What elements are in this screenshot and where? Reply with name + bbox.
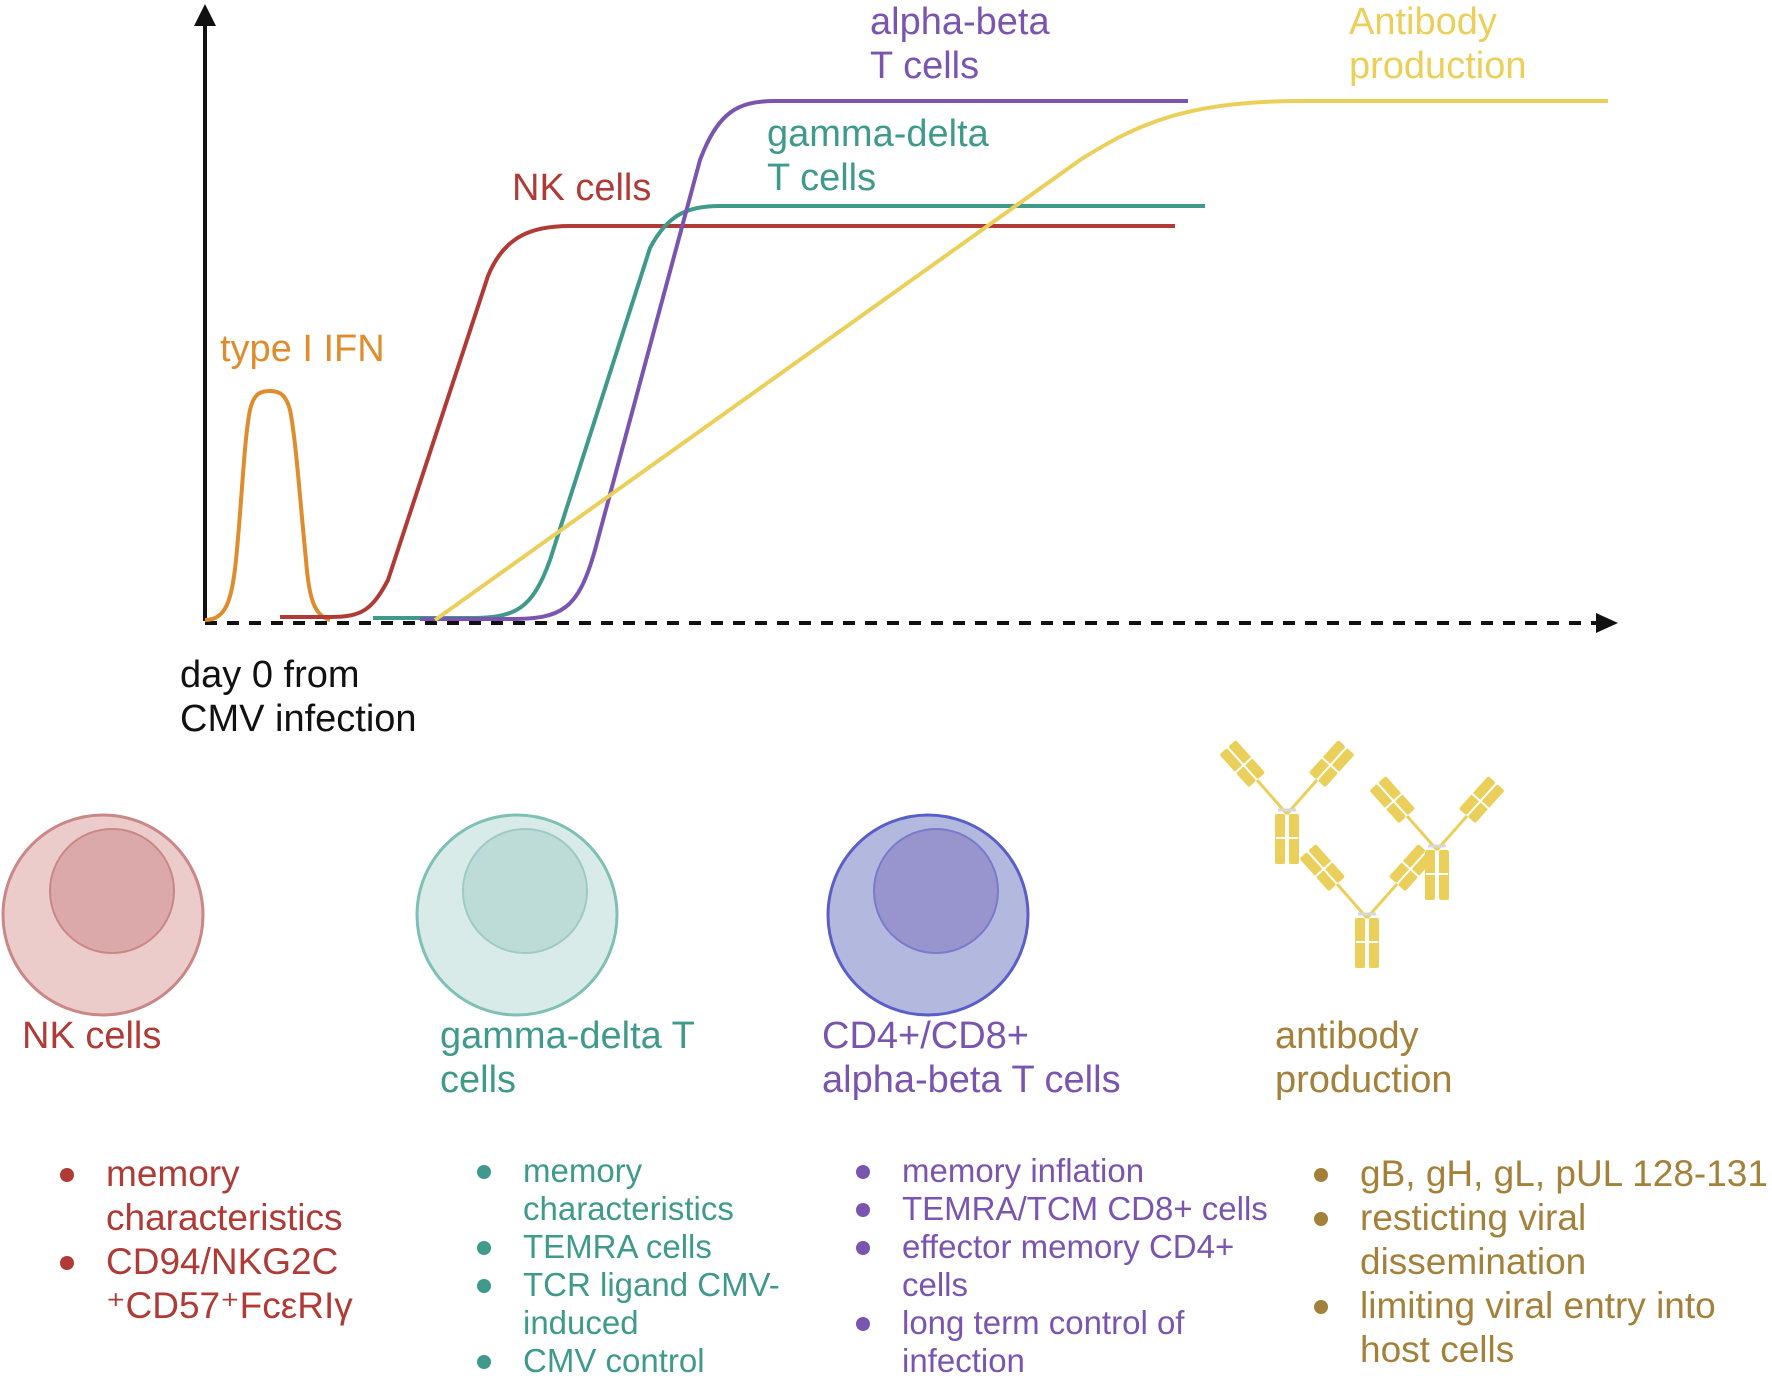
nk-curve <box>280 224 1175 619</box>
alpha-beta-bullet: long term control of infection <box>846 1304 1268 1380</box>
alpha-beta-bullet: memory inflation <box>846 1152 1268 1190</box>
alpha-beta-curve <box>420 99 1188 621</box>
alpha-beta-bullet: effector memory CD4+ cells <box>846 1228 1268 1304</box>
gamma-delta-curve <box>373 204 1205 620</box>
nk-bullet-list: memory characteristics CD94/NKG2C ⁺CD57⁺… <box>50 1152 353 1328</box>
gamma-delta-bullet: memory characteristics <box>467 1152 780 1228</box>
nk-cell-icon <box>1 813 205 1017</box>
nk-curve-label: NK cells <box>512 167 652 209</box>
gamma-delta-panel-title: gamma-delta T cells <box>440 1015 695 1101</box>
gamma-delta-curve-label: gamma-delta T cells <box>767 113 989 199</box>
antibody-bullet: resticting viral dissemination <box>1304 1196 1768 1284</box>
antibody-curve <box>433 99 1608 622</box>
alpha-beta-curve-label: alpha-beta T cells <box>870 1 1050 87</box>
nk-panel-title: NK cells <box>22 1015 162 1057</box>
nk-bullet: memory characteristics <box>50 1152 353 1240</box>
ifn-curve-label: type I IFN <box>220 328 385 370</box>
timeline-origin-label: day 0 from CMV infection <box>180 654 417 740</box>
x-axis <box>205 613 1618 633</box>
antibody-icon <box>1217 738 1507 970</box>
gamma-delta-bullet: TEMRA cells <box>467 1228 780 1266</box>
alpha-beta-bullet-list: memory inflation TEMRA/TCM CD8+ cells ef… <box>846 1152 1268 1380</box>
y-axis-arrow-icon <box>194 4 216 26</box>
gamma-delta-bullet: CMV control <box>467 1342 780 1380</box>
y-axis <box>194 4 216 621</box>
ifn-curve <box>204 388 331 622</box>
x-axis-arrow-icon <box>1596 613 1618 633</box>
antibody-panel-title: antibody production <box>1275 1015 1453 1101</box>
alpha-beta-panel-title: CD4+/CD8+ alpha-beta T cells <box>822 1015 1121 1101</box>
antibody-bullet: gB, gH, gL, pUL 128-131 <box>1304 1152 1768 1196</box>
nk-bullet: CD94/NKG2C ⁺CD57⁺FcεRIγ <box>50 1240 353 1328</box>
antibody-curve-label: Antibody production <box>1349 1 1527 87</box>
antibody-bullet: limiting viral entry into host cells <box>1304 1284 1768 1372</box>
alpha-beta-bullet: TEMRA/TCM CD8+ cells <box>846 1190 1268 1228</box>
alpha-beta-t-cell-icon <box>826 813 1030 1017</box>
gamma-delta-bullet-list: memory characteristics TEMRA cells TCR l… <box>467 1152 780 1380</box>
gamma-delta-t-cell-icon <box>415 813 619 1017</box>
antibody-bullet-list: gB, gH, gL, pUL 128-131 resticting viral… <box>1304 1152 1768 1372</box>
gamma-delta-bullet: TCR ligand CMV- induced <box>467 1266 780 1342</box>
